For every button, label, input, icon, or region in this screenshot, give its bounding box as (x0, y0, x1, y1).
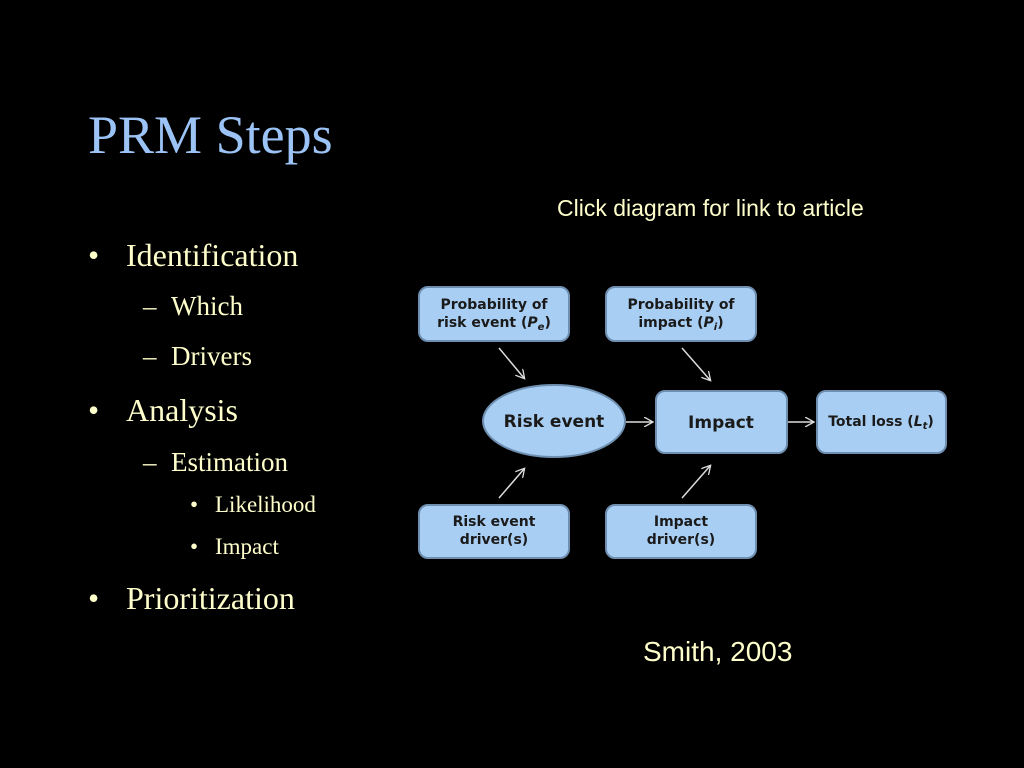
node-label: Impact (688, 413, 754, 433)
arrow-impact-driver-to-impact (681, 466, 710, 499)
node-risk-event: Risk event (482, 384, 626, 458)
bullet-marker: • (88, 237, 100, 273)
prm-diagram: Probability of risk event (Pe) Probabili… (418, 286, 947, 559)
node-label: Total loss (Lt) (828, 414, 934, 432)
node-probability-impact: Probability of impact (Pi) (605, 286, 757, 342)
node-label: impact (Pi) (638, 315, 723, 333)
node-label: risk event (Pe) (437, 315, 551, 333)
node-label: Impact (654, 514, 709, 530)
bullet-identification: Identification (126, 237, 299, 273)
bullet-marker: • (88, 580, 100, 616)
node-label: Probability of (627, 297, 735, 313)
node-probability-risk-event: Probability of risk event (Pe) (418, 286, 570, 342)
node-label: Probability of (440, 297, 548, 313)
sub-sub-bullet-impact: Impact (215, 534, 279, 559)
citation: Smith, 2003 (643, 636, 793, 667)
link-note: Click diagram for link to article (557, 195, 864, 221)
arrow-risk-driver-to-risk-event (498, 469, 524, 499)
node-impact: Impact (655, 390, 788, 454)
node-label: Risk event (453, 514, 536, 530)
node-impact-drivers: Impact driver(s) (605, 504, 757, 559)
node-label: driver(s) (460, 532, 528, 548)
sub-sub-bullet-marker: • (190, 534, 199, 559)
sub-bullet-marker: – (143, 447, 157, 477)
slide-title: PRM Steps (88, 105, 333, 165)
node-label: driver(s) (647, 532, 715, 548)
sub-bullet-estimation: Estimation (171, 447, 288, 477)
bullet-prioritization: Prioritization (126, 580, 295, 616)
sub-bullet-which: Which (171, 291, 243, 321)
bullet-marker: • (88, 392, 100, 428)
node-risk-event-drivers: Risk event driver(s) (418, 504, 570, 559)
node-total-loss: Total loss (Lt) (816, 390, 947, 454)
arrow-prob-impact-to-impact (681, 347, 710, 380)
sub-bullet-marker: – (143, 341, 157, 371)
sub-sub-bullet-marker: • (190, 492, 199, 517)
bullet-list: • Identification – Which – Drivers • Ana… (0, 0, 400, 768)
arrow-prob-risk-to-risk-event (498, 347, 524, 378)
prm-diagram-link[interactable]: Probability of risk event (Pe) Probabili… (414, 282, 950, 564)
sub-bullet-drivers: Drivers (171, 341, 252, 371)
sub-bullet-marker: – (143, 291, 157, 321)
bullet-analysis: Analysis (126, 392, 238, 428)
sub-sub-bullet-likelihood: Likelihood (215, 492, 316, 517)
node-label: Risk event (504, 412, 605, 432)
